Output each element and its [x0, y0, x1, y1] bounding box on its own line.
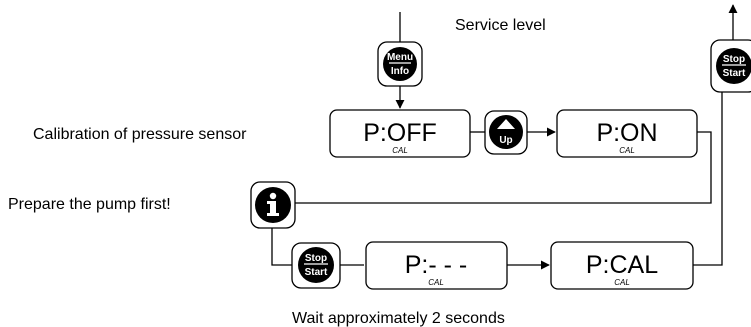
flow-connectors — [271, 4, 738, 270]
display-main-text: P:- - - — [405, 251, 468, 279]
display-sub-text: CAL — [614, 278, 630, 287]
display-frame — [365, 241, 508, 290]
stop-label: Stop — [723, 54, 745, 65]
display-main-text: P:OFF — [363, 119, 437, 147]
service-level-label: Service level — [455, 17, 546, 34]
start-label: Start — [305, 267, 328, 278]
up-arrow-icon — [497, 119, 515, 129]
stop-start-button-right[interactable]: Stop Start — [710, 39, 751, 93]
calibration-label: Calibration of pressure sensor — [33, 126, 247, 143]
stop-label: Stop — [305, 253, 327, 264]
display-frame — [329, 109, 471, 158]
display-pon: P:ON CAL — [556, 109, 698, 158]
menu-info-button[interactable]: Menu Info — [377, 41, 423, 87]
display-frame — [550, 241, 694, 290]
up-label: Up — [499, 135, 512, 146]
display-sub-text: CAL — [619, 146, 635, 155]
start-label: Start — [723, 68, 746, 79]
up-button[interactable]: Up — [484, 110, 528, 155]
display-main-text: P:CAL — [586, 251, 658, 279]
display-pdash: P:- - - CAL — [365, 241, 508, 290]
display-poff: P:OFF CAL — [329, 109, 471, 158]
menu-label: Menu — [387, 52, 413, 63]
display-main-text: P:ON — [596, 119, 657, 147]
display-sub-text: CAL — [392, 146, 408, 155]
prepare-label: Prepare the pump first! — [8, 196, 171, 213]
display-sub-text: CAL — [428, 278, 444, 287]
connector-pon-to-info — [295, 131, 712, 204]
info-button[interactable] — [250, 181, 296, 229]
connector-info-to-stop — [271, 228, 292, 266]
display-frame — [556, 109, 698, 158]
stop-start-button[interactable]: Stop Start — [291, 242, 341, 289]
info-label: Info — [391, 66, 409, 77]
info-icon — [255, 187, 291, 223]
connector-pcal-to-stop2 — [693, 92, 723, 266]
wait-label: Wait approximately 2 seconds — [292, 310, 505, 327]
display-pcal: P:CAL CAL — [550, 241, 694, 290]
